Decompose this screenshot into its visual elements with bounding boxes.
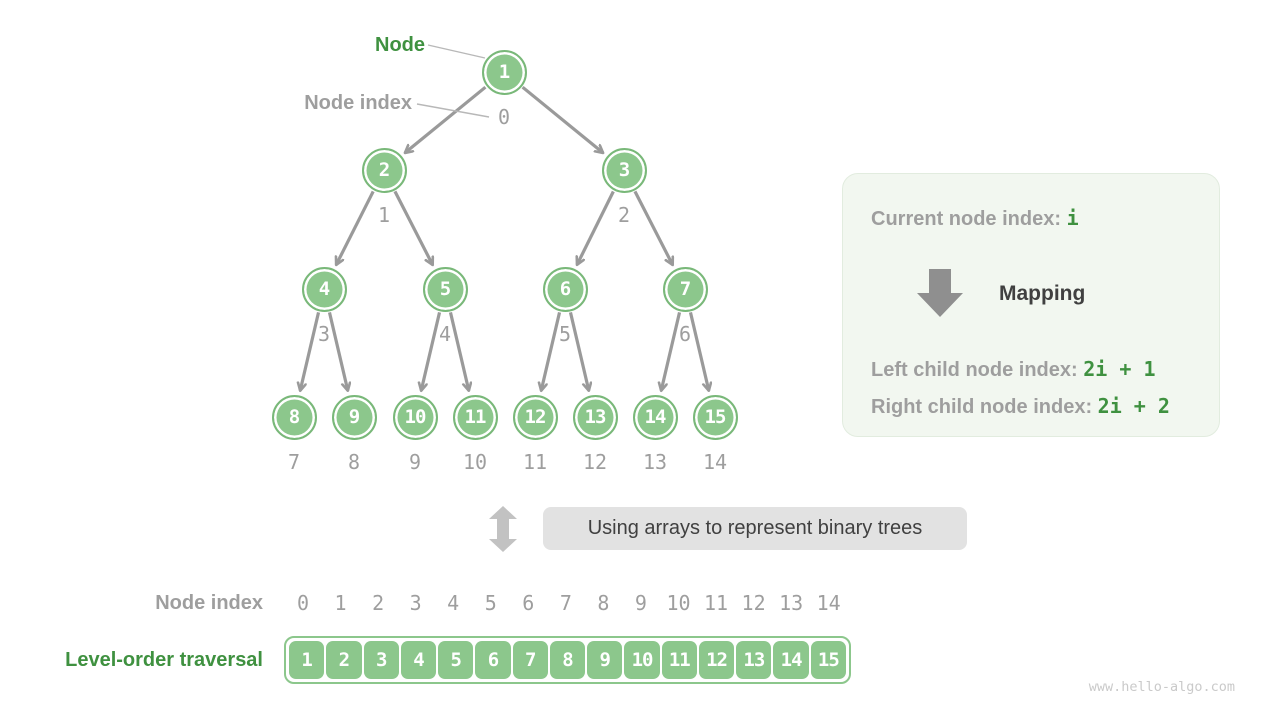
array-cell: 12 [698,641,735,679]
node-index-callout-label: Node index [304,92,412,114]
tree-node-index: 4 [438,322,452,346]
array-index-label: 4 [447,591,460,615]
node-callout-label: Node [375,34,425,56]
caption-text: Using arrays to represent binary trees [587,517,923,539]
array-index-label: 9 [634,591,647,615]
mapping-panel: Current node index: i Mapping Left child… [842,173,1220,437]
array-cell: 15 [810,641,846,679]
left-child-index-text: Left child node index: [871,359,1084,381]
array-cell: 4 [400,641,437,679]
tree-edge [633,190,673,265]
tree-node-index: 0 [497,105,511,129]
tree-node: 7 [662,266,708,312]
tree-node-index: 14 [702,450,728,474]
array-cell: 5 [438,641,474,679]
array-index-label: 0 [296,591,310,615]
tree-node-index: 13 [642,450,668,474]
tree-edge [577,190,615,265]
tree-edge [661,312,682,390]
tree-node-index: 12 [582,450,608,474]
tree-node-index: 11 [522,450,548,474]
right-child-index-code: 2i + 2 [1097,394,1170,418]
tree-edge [421,312,442,390]
tree-node: 2 [361,147,407,193]
tree-node-index: 9 [408,450,422,474]
tree-edge [541,312,562,390]
current-node-index-code: i [1066,206,1079,230]
tree-node: 4 [301,266,347,312]
bottom-node-index-label: Node index [155,592,263,614]
tree-node: 8 [271,394,317,440]
tree-node: 11 [452,394,498,440]
tree-node-index: 1 [377,203,391,227]
tree-edge [393,190,433,265]
tree-node: 15 [692,394,738,440]
array-cell: 13 [736,641,772,679]
tree-node: 5 [422,266,468,312]
array-index-label: 2 [372,591,385,615]
tree-edge [521,85,603,153]
array-cell: 11 [661,641,697,679]
array-index-label: 3 [409,591,422,615]
array-index-label: 7 [559,591,572,615]
tree-edges [300,85,709,391]
array-index-label: 6 [522,591,535,615]
tree-node: 14 [632,394,678,440]
mapping-label: Mapping [999,282,1086,305]
tree-node: 6 [542,266,588,312]
array-cell: 9 [587,641,623,679]
tree-node: 3 [601,147,647,193]
tree-edge [688,312,708,390]
current-node-index-text: Current node index: [871,208,1067,230]
array-cell: 6 [475,641,511,679]
array-cell: 3 [363,641,399,679]
tree-edge [336,190,375,264]
tree-node-index: 10 [462,450,488,474]
array-cell: 10 [624,641,660,679]
array-index-label: 14 [816,591,841,615]
mapping-down-arrow-icon [917,269,963,317]
right-child-index-line: Right child node index: 2i + 2 [871,394,1170,419]
array-cell: 7 [512,641,548,679]
array-index-label: 10 [666,591,691,615]
tree-edge [300,312,321,390]
node-index-leader-line [416,103,490,118]
array-index-label: 1 [334,591,347,615]
tree-node-index: 2 [617,203,631,227]
swap-updown-arrow-icon [489,506,517,552]
caption-pill: Using arrays to represent binary trees [543,507,967,550]
tree-edge [405,85,487,153]
tree-edge [327,312,347,390]
level-order-traversal-label: Level-order traversal [65,649,263,671]
watermark: www.hello-algo.com [1088,679,1235,695]
tree-node-index: 8 [347,450,361,474]
node-leader-line [427,44,486,59]
array-index-label: 8 [597,591,610,615]
tree-node: 10 [392,394,438,440]
left-child-index-line: Left child node index: 2i + 1 [871,357,1155,382]
array-index-label: 11 [704,591,729,615]
tree-node-index: 6 [678,322,692,346]
tree-node-index: 3 [317,322,331,346]
tree-node: 9 [331,394,377,440]
tree-node: 13 [572,394,618,440]
array-index-label: 12 [741,591,766,615]
array-index-label: 13 [779,591,804,615]
tree-node-index: 7 [287,450,301,474]
tree-edge [448,312,468,390]
tree-edge [568,312,588,390]
right-child-index-text: Right child node index: [871,396,1098,418]
array-cell: 14 [773,641,809,679]
tree-node: 12 [512,394,558,440]
array-index-label: 5 [484,591,497,615]
array-cell: 2 [326,641,362,679]
array-cell: 8 [549,641,586,679]
left-child-index-code: 2i + 1 [1083,357,1156,381]
current-node-index-line: Current node index: i [871,206,1079,231]
tree-node-index: 5 [558,322,572,346]
tree-node: 1 [481,49,527,95]
array-cell: 1 [289,641,325,679]
